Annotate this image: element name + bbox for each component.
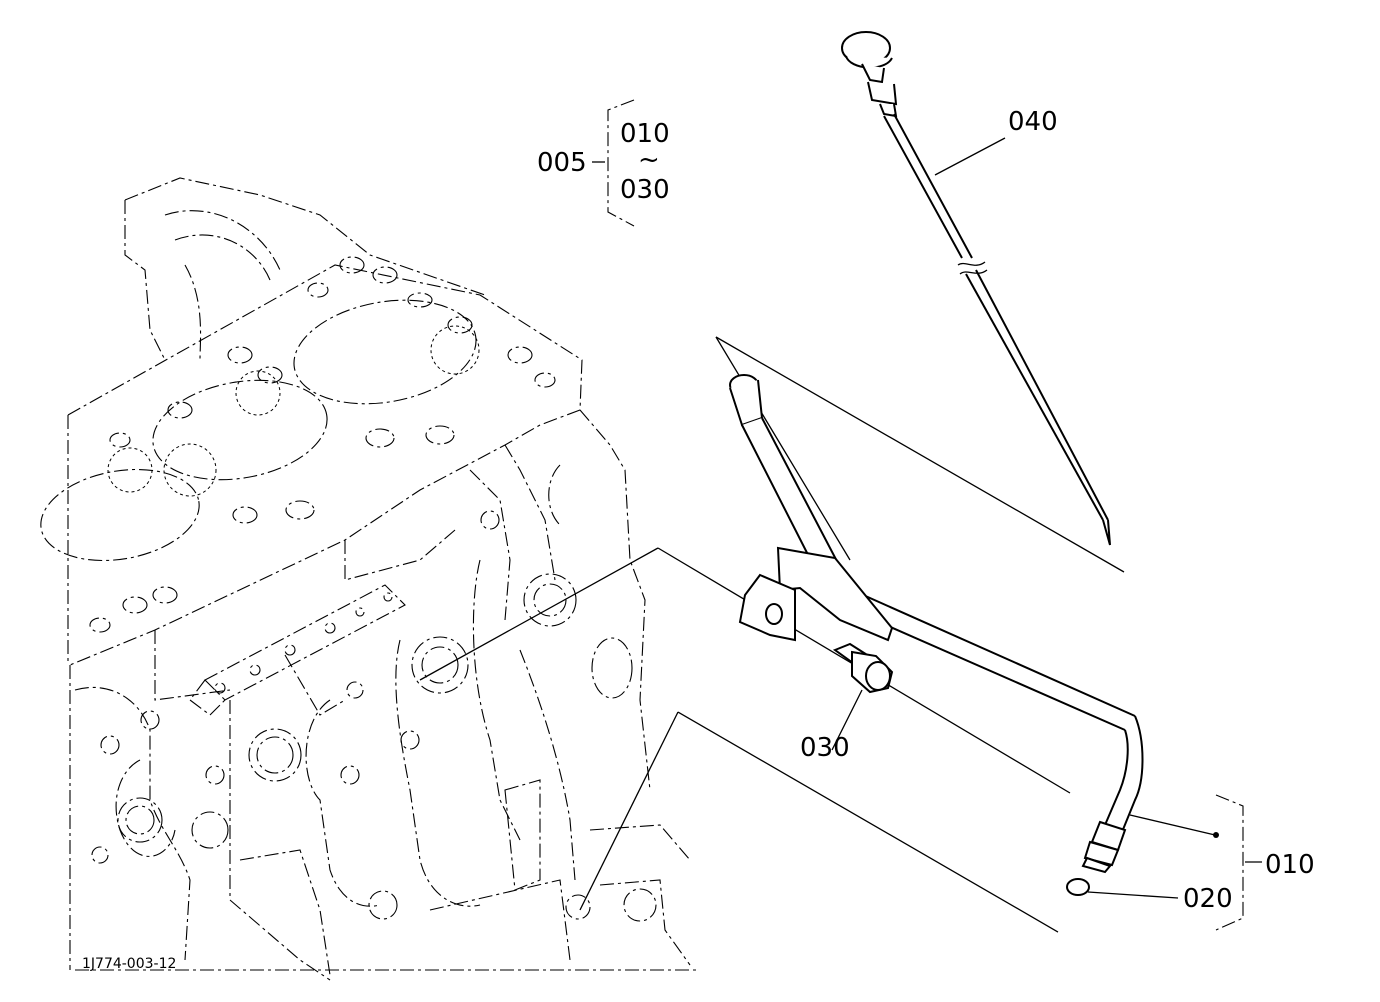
engine-block xyxy=(40,177,700,981)
callout-bolt: 030 xyxy=(800,733,850,763)
callout-range-end: 030 xyxy=(620,175,670,205)
group-bracket xyxy=(1215,794,1244,931)
callout-o-ring: 020 xyxy=(1183,884,1233,914)
dipstick-part xyxy=(841,31,1111,546)
o-ring-part xyxy=(1066,878,1090,896)
callout-range-start: 010 xyxy=(620,119,670,149)
assembly-bracket xyxy=(607,99,635,227)
guide-tube-part xyxy=(729,374,1144,874)
callout-assembly: 005 xyxy=(537,148,587,178)
callout-guide-group: 010 xyxy=(1265,850,1315,880)
leader-lines xyxy=(592,137,1262,899)
bolt-part xyxy=(832,642,894,694)
callout-range-tilde: ~ xyxy=(638,145,660,175)
reference-code: 1J774-003-12 xyxy=(82,956,176,972)
callout-dipstick: 040 xyxy=(1008,107,1058,137)
